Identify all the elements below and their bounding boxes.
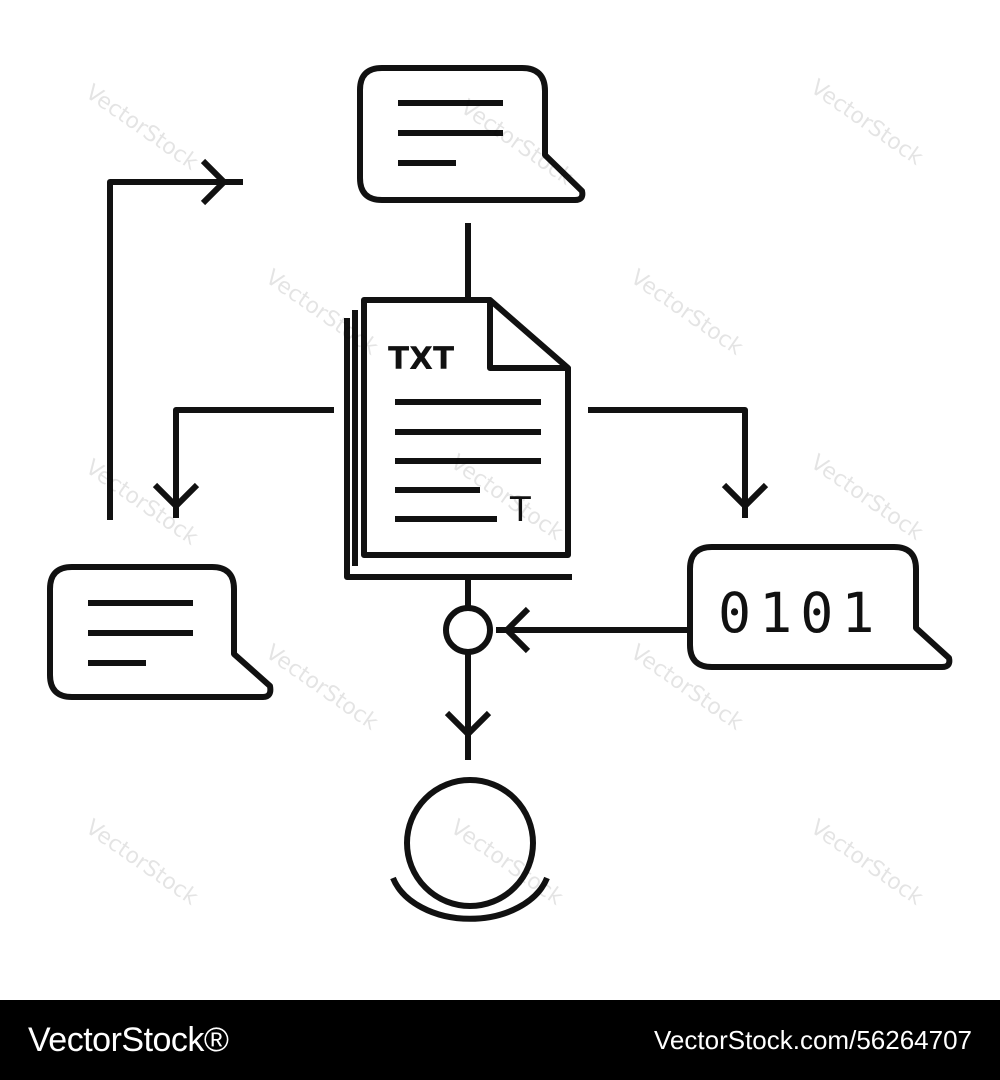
diagram-canvas: TXT T 0101 [47, 65, 953, 922]
text-cursor-glyph: T [509, 490, 531, 530]
junction-node-icon [443, 578, 687, 760]
binary-bubble-icon [687, 544, 953, 670]
feedback-arrow-icon [107, 158, 243, 520]
txt-document-icon [344, 297, 572, 580]
footer-reference[interactable]: VectorStock.com/56264707 [654, 1024, 972, 1055]
right-branch-arrow-icon [588, 407, 769, 518]
user-avatar-icon [390, 777, 550, 922]
top-speech-bubble-icon [357, 65, 586, 203]
left-branch-arrow-icon [152, 407, 334, 518]
footer-bar: VectorStock® VectorStock.com/56264707 [0, 1000, 1000, 1080]
binary-text: 0101 [718, 581, 882, 645]
left-speech-bubble-icon [47, 564, 274, 700]
footer-brand[interactable]: VectorStock® [28, 1020, 229, 1059]
file-type-label: TXT [388, 341, 454, 377]
